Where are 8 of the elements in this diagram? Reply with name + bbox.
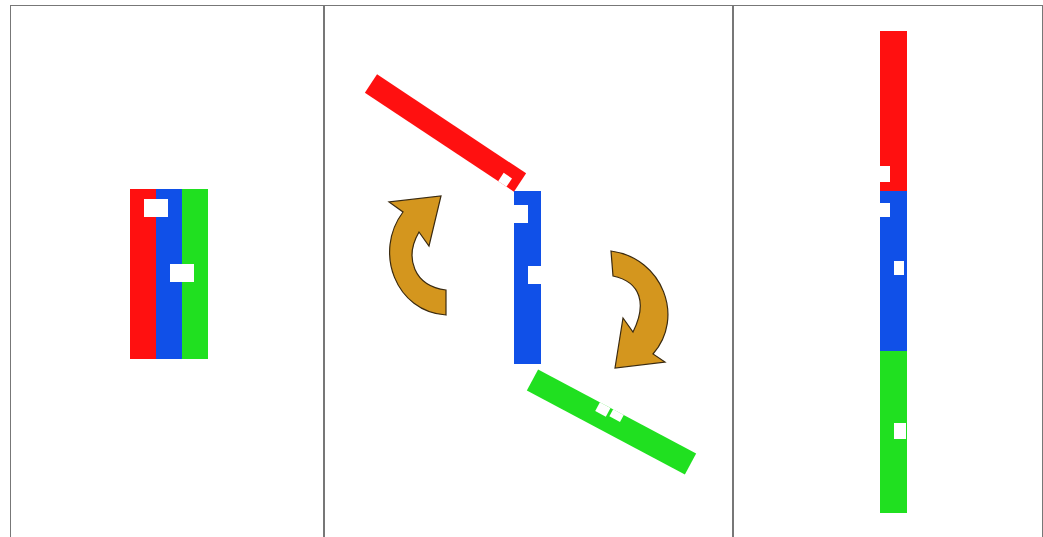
color-bar — [880, 351, 907, 513]
color-bar — [880, 191, 907, 351]
panel-frame — [733, 5, 1043, 537]
panel-frame — [10, 5, 324, 537]
color-bar — [880, 31, 907, 191]
color-bar — [130, 189, 156, 359]
panel-frame — [324, 5, 733, 537]
color-bar — [514, 191, 541, 364]
